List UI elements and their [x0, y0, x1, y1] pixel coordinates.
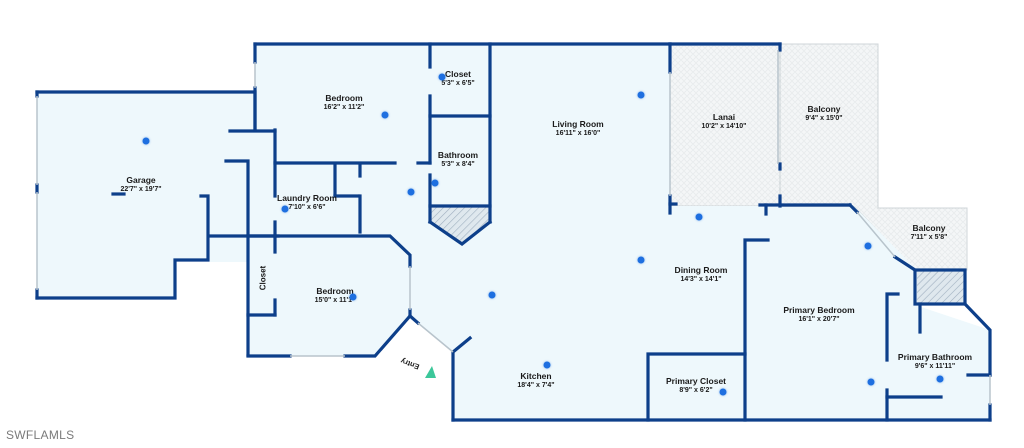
- mech-hatch: [917, 270, 965, 304]
- hotspot-icon[interactable]: [637, 91, 645, 99]
- hotspot-icon[interactable]: [431, 179, 439, 187]
- stair-hatch: [430, 206, 490, 244]
- hotspot-icon[interactable]: [349, 293, 357, 301]
- hotspot-icon[interactable]: [543, 361, 551, 369]
- hotspot-icon[interactable]: [142, 137, 150, 145]
- walls: [35, 42, 992, 422]
- hotspot-icon[interactable]: [407, 188, 415, 196]
- hotspot-icon[interactable]: [695, 213, 703, 221]
- hotspot-icon[interactable]: [719, 388, 727, 396]
- hotspot-icon[interactable]: [867, 378, 875, 386]
- entry-arrow-icon: [425, 366, 436, 378]
- hotspot-icon[interactable]: [864, 242, 872, 250]
- hotspot-icon[interactable]: [281, 205, 289, 213]
- watermark: SWFLAMLS: [6, 428, 75, 442]
- hotspot-icon[interactable]: [936, 375, 944, 383]
- windows: [36, 50, 991, 405]
- hotspot-icon[interactable]: [381, 111, 389, 119]
- closet-vertical-label: Closet: [258, 265, 268, 291]
- hotspot-icon[interactable]: [488, 291, 496, 299]
- hotspot-icon[interactable]: [438, 73, 446, 81]
- hotspot-icon[interactable]: [637, 256, 645, 264]
- lanai-floor: [669, 43, 781, 207]
